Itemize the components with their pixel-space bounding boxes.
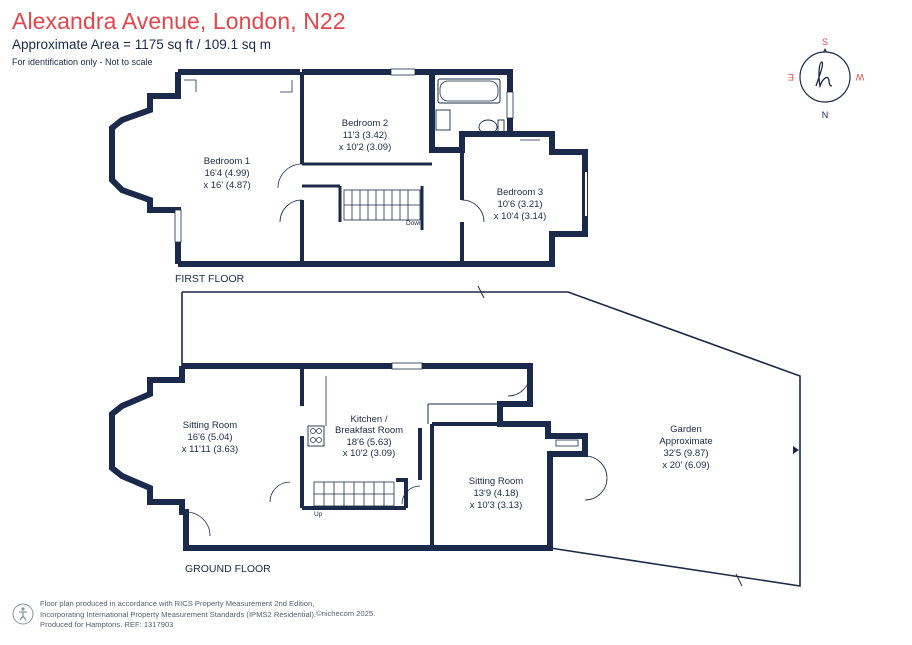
accessibility-icon xyxy=(12,603,34,625)
bedroom3-name: Bedroom 3 xyxy=(497,187,543,198)
ground-sitting-room-name: Sitting Room xyxy=(183,420,237,431)
garden-dim2: x 20' (6.09) xyxy=(662,460,709,471)
footer-line-3: Produced for Hamptons. REF: 1317903 xyxy=(40,620,174,629)
approximate-area: Approximate Area = 1175 sq ft / 109.1 sq… xyxy=(12,37,272,52)
stair-up-label: Up xyxy=(314,511,323,518)
ground-floor-label: GROUND FLOOR xyxy=(185,563,271,575)
footer-line-1: Floor plan produced in accordance with R… xyxy=(40,599,315,608)
ground-sitting-room-dim2: x 11'11 (3.63) xyxy=(182,444,238,455)
ground-sitting-room-dim1: 16'6 (5.04) xyxy=(187,432,232,443)
bedroom2-dim2: x 10'2 (3.09) xyxy=(339,142,392,153)
stair-down-label: Down xyxy=(406,220,423,227)
bedroom1-name: Bedroom 1 xyxy=(204,156,250,167)
kitchen-name2: Breakfast Room xyxy=(335,425,403,436)
bedroom1-dim2: x 16' (4.87) xyxy=(203,180,250,191)
garden-name: Garden xyxy=(670,424,702,435)
footer-notes: Floor plan produced in accordance with R… xyxy=(40,599,316,631)
rear-sitting-room-name: Sitting Room xyxy=(469,476,523,487)
compass-right: W xyxy=(855,72,864,82)
compass-left: E xyxy=(788,72,794,82)
bedroom2-dim1: 11'3 (3.42) xyxy=(343,130,387,141)
first-floor-plan: Bedroom 1 16'4 (4.99) x 16' (4.87) Bedro… xyxy=(109,68,588,285)
first-floor-label: FIRST FLOOR xyxy=(175,273,245,285)
bedroom2-name: Bedroom 2 xyxy=(342,118,388,129)
kitchen-name: Kitchen / xyxy=(351,414,388,425)
bedroom1-dim1: 16'4 (4.99) xyxy=(204,168,249,179)
compass-top: S xyxy=(822,37,828,47)
ground-floor-plan: Sitting Room 16'6 (5.04) x 11'11 (3.63) … xyxy=(109,285,801,587)
garden-name2: Approximate xyxy=(659,436,712,447)
bedroom3-dim2: x 10'4 (3.14) xyxy=(494,211,547,222)
rear-sitting-room-dim2: x 10'3 (3.13) xyxy=(470,500,523,511)
kitchen-dim2: x 10'2 (3.09) xyxy=(343,448,396,459)
compass-icon: S E W N xyxy=(788,37,864,120)
copyright-text: ©nichecom 2025. xyxy=(316,609,376,618)
identification-note: For identification only - Not to scale xyxy=(12,57,153,67)
compass-bottom: N xyxy=(822,110,829,120)
rear-sitting-room-dim1: 13'9 (4.18) xyxy=(473,488,518,499)
bedroom3-dim1: 10'6 (3.21) xyxy=(497,199,542,210)
footer-line-2: Incorporating International Property Mea… xyxy=(40,609,317,619)
kitchen-dim1: 18'6 (5.63) xyxy=(346,437,391,448)
page-title: Alexandra Avenue, London, N22 xyxy=(12,8,346,34)
garden-dim1: 32'5 (9.87) xyxy=(663,448,708,459)
